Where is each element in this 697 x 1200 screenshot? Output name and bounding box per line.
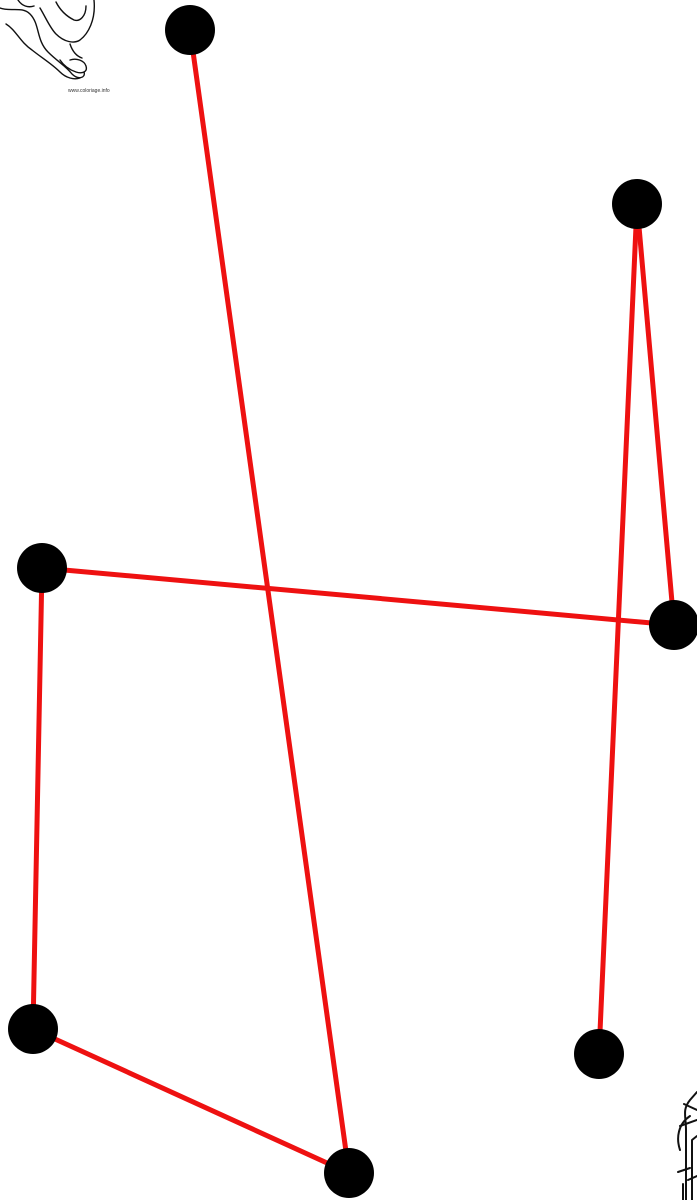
- connector-line-3: [33, 568, 42, 1029]
- connect-dot-4[interactable]: [17, 543, 67, 593]
- connector-line-6: [599, 204, 637, 1054]
- connector-line-5: [637, 204, 674, 625]
- connector-line-2: [33, 1029, 349, 1173]
- connector-line-4: [42, 568, 674, 625]
- connect-dot-3[interactable]: [8, 1004, 58, 1054]
- connecting-lines: [33, 30, 674, 1173]
- connect-dot-5[interactable]: [649, 600, 697, 650]
- connect-dot-7[interactable]: [574, 1029, 624, 1079]
- connect-dot-6[interactable]: [612, 179, 662, 229]
- dots-layer: [8, 5, 697, 1198]
- leg-sketch-icon: [0, 0, 94, 79]
- connect-dot-1[interactable]: [165, 5, 215, 55]
- connect-dot-2[interactable]: [324, 1148, 374, 1198]
- tower-sketch-icon: [678, 1092, 697, 1200]
- site-watermark: www.coloriage.info: [68, 88, 110, 94]
- connector-line-1: [190, 30, 349, 1173]
